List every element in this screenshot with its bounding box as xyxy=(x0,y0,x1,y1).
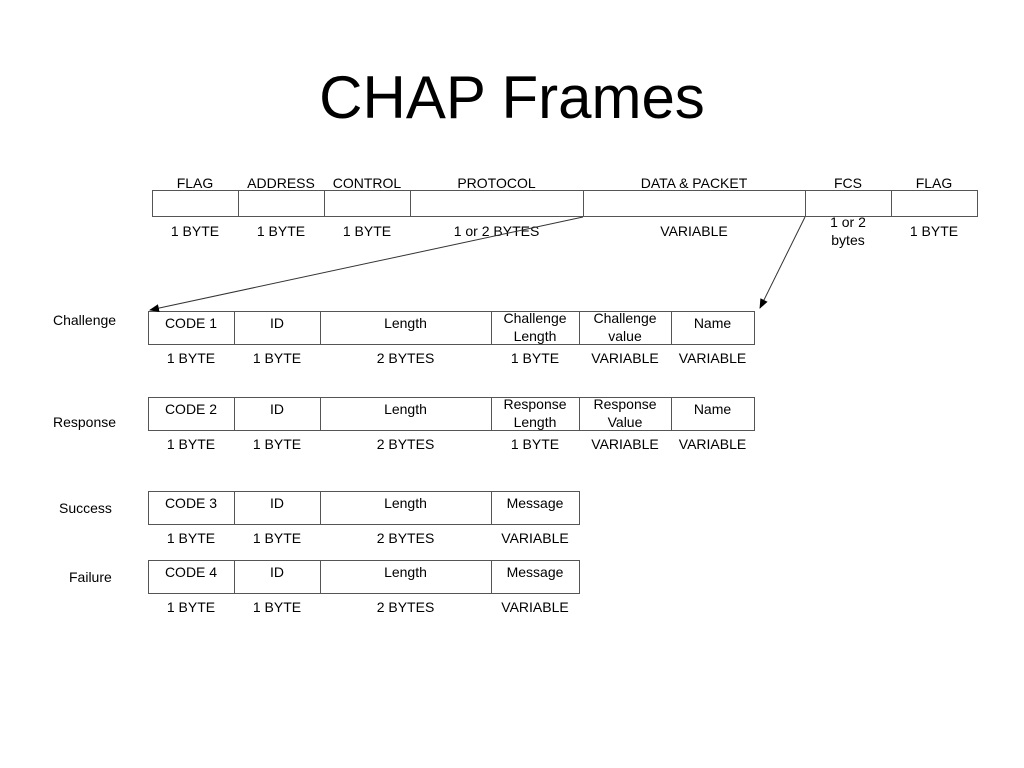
frame-failure-field-message-label: Message xyxy=(506,564,564,580)
frame-success-field-code-3-size: 1 BYTE xyxy=(166,530,216,546)
ppp-field-flag-header: FLAG xyxy=(176,175,214,191)
frame-success-field-id-cell xyxy=(234,491,321,525)
frame-success-field-length-size: 2 BYTES xyxy=(376,530,435,546)
ppp-field-data-packet-cell xyxy=(583,190,806,217)
frame-failure-field-length-size: 2 BYTES xyxy=(376,599,435,615)
frame-response-field-response-value-label: Response Value xyxy=(593,396,657,430)
ppp-field-protocol-header: PROTOCOL xyxy=(457,175,536,191)
frame-challenge-field-length-size: 2 BYTES xyxy=(376,350,435,366)
frame-response-field-response-length-cell xyxy=(491,397,580,431)
frame-response-field-id-cell xyxy=(234,397,321,431)
frame-response-field-response-value-size: VARIABLE xyxy=(591,436,659,452)
frame-failure-field-length-label: Length xyxy=(384,564,427,580)
ppp-field-fcs-cell xyxy=(805,190,892,217)
ppp-field-data-packet-header: DATA & PACKET xyxy=(640,175,748,191)
slide-title: CHAP Frames xyxy=(319,64,705,131)
frame-response-label: Response xyxy=(53,414,117,430)
frame-failure-field-message-size: VARIABLE xyxy=(501,599,569,615)
frame-success-field-id-label: ID xyxy=(270,495,284,511)
frame-success-field-code-3-label: CODE 3 xyxy=(164,495,218,511)
frame-failure-field-length-cell xyxy=(320,560,492,594)
arrow-data-to-challenge-start xyxy=(149,216,584,313)
frame-response-field-id-label: ID xyxy=(270,401,284,417)
ppp-field-control-header: CONTROL xyxy=(332,175,402,191)
ppp-field-address-size: 1 BYTE xyxy=(256,223,306,239)
arrow-data-to-challenge-end xyxy=(759,216,806,309)
frame-challenge-field-code-1-cell xyxy=(148,311,235,345)
frame-challenge-field-code-1-size: 1 BYTE xyxy=(166,350,216,366)
frame-response-field-response-length-label: Response Length xyxy=(503,396,567,430)
frame-failure-field-id-label: ID xyxy=(270,564,284,580)
frame-challenge-field-challenge-value-size: VARIABLE xyxy=(591,350,659,366)
ppp-field-control-size: 1 BYTE xyxy=(342,223,392,239)
ppp-field-address-cell xyxy=(238,190,325,217)
frame-challenge-field-code-1-label: CODE 1 xyxy=(164,315,218,331)
ppp-field-flag-size: 1 BYTE xyxy=(170,223,220,239)
frame-failure-field-id-cell xyxy=(234,560,321,594)
frame-challenge-field-name-cell xyxy=(671,311,755,345)
ppp-field-flag-cell xyxy=(152,190,239,217)
frame-success-field-id-size: 1 BYTE xyxy=(252,530,302,546)
frame-challenge-field-challenge-length-cell xyxy=(491,311,580,345)
frame-response-field-code-2-label: CODE 2 xyxy=(164,401,218,417)
ppp-field-flag-cell xyxy=(891,190,978,217)
frame-success-field-code-3-cell xyxy=(148,491,235,525)
frame-success-field-message-label: Message xyxy=(506,495,564,511)
frame-challenge-field-challenge-value-label: Challenge value xyxy=(593,310,657,344)
frame-response-field-length-cell xyxy=(320,397,492,431)
ppp-field-fcs-size: 1 or 2 bytes xyxy=(830,214,866,248)
frame-response-field-length-label: Length xyxy=(384,401,427,417)
frame-challenge-field-length-label: Length xyxy=(384,315,427,331)
frame-challenge-label: Challenge xyxy=(53,312,117,328)
frame-challenge-field-id-label: ID xyxy=(270,315,284,331)
frame-response-field-length-size: 2 BYTES xyxy=(376,436,435,452)
frame-challenge-field-length-cell xyxy=(320,311,492,345)
frame-success-field-message-cell xyxy=(491,491,580,525)
ppp-field-address-header: ADDRESS xyxy=(247,175,315,191)
ppp-field-flag-size: 1 BYTE xyxy=(909,223,959,239)
frame-failure-field-code-4-cell xyxy=(148,560,235,594)
frame-challenge-field-challenge-length-size: 1 BYTE xyxy=(510,350,560,366)
ppp-field-data-packet-size: VARIABLE xyxy=(660,223,728,239)
frame-failure-field-message-cell xyxy=(491,560,580,594)
frame-failure-label: Failure xyxy=(69,569,112,585)
frame-challenge-field-id-cell xyxy=(234,311,321,345)
frame-challenge-field-challenge-value-cell xyxy=(579,311,672,345)
ppp-field-fcs-header: FCS xyxy=(834,175,862,191)
ppp-field-flag-header: FLAG xyxy=(915,175,953,191)
frame-response-field-name-cell xyxy=(671,397,755,431)
frame-response-field-name-size: VARIABLE xyxy=(678,436,747,452)
frame-challenge-field-id-size: 1 BYTE xyxy=(252,350,302,366)
frame-failure-field-code-4-label: CODE 4 xyxy=(164,564,218,580)
frame-response-field-code-2-size: 1 BYTE xyxy=(166,436,216,452)
frame-success-label: Success xyxy=(59,500,112,516)
frame-response-field-id-size: 1 BYTE xyxy=(252,436,302,452)
frame-challenge-field-name-size: VARIABLE xyxy=(678,350,747,366)
frame-challenge-field-challenge-length-label: Challenge Length xyxy=(503,310,567,344)
frame-success-field-length-label: Length xyxy=(384,495,427,511)
frame-failure-field-code-4-size: 1 BYTE xyxy=(166,599,216,615)
frame-response-field-name-label: Name xyxy=(693,401,732,417)
frame-success-field-length-cell xyxy=(320,491,492,525)
ppp-field-control-cell xyxy=(324,190,411,217)
frame-success-field-message-size: VARIABLE xyxy=(501,530,569,546)
frame-failure-field-id-size: 1 BYTE xyxy=(252,599,302,615)
frame-response-field-response-length-size: 1 BYTE xyxy=(510,436,560,452)
frame-challenge-field-name-label: Name xyxy=(693,315,732,331)
